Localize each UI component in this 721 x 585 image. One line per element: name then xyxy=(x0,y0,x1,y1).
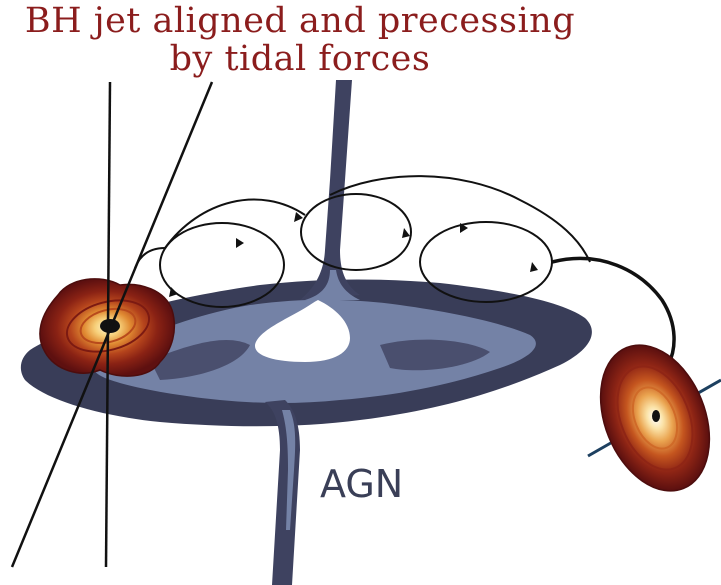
orbit-arc-top-right xyxy=(330,176,590,262)
bh-right-disk xyxy=(580,329,721,507)
bh-right-core xyxy=(652,410,660,422)
orbit-loop-2 xyxy=(301,194,411,270)
agn-jet-upper xyxy=(300,80,360,300)
diagram-title-line2: by tidal forces xyxy=(0,40,600,78)
arrow-4 xyxy=(402,228,410,238)
agn-label: AGN xyxy=(320,462,403,506)
arrow-6 xyxy=(530,262,538,272)
arrow-1 xyxy=(236,238,244,248)
agn-jet-lower xyxy=(265,400,300,585)
diagram-title-line1: BH jet aligned and precessing xyxy=(0,2,600,40)
bh-right xyxy=(580,329,721,507)
